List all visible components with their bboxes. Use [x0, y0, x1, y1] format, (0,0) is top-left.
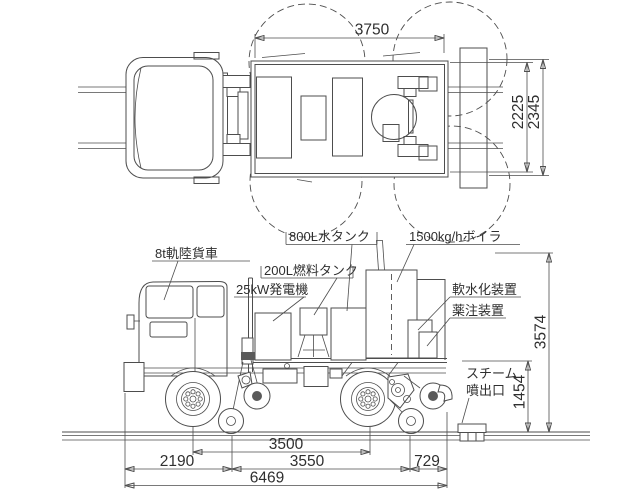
fuel-tank-label: 200L燃料タンク [264, 263, 358, 278]
plan-length-dim: 3750 [355, 22, 390, 39]
front-rail-wheel-gear [218, 337, 271, 434]
plan-cargo-bed [250, 52, 449, 183]
plan-cab [125, 52, 224, 184]
front-overhang-dim: 2190 [160, 453, 195, 470]
plan-mirror-bottom [193, 176, 220, 184]
plan-equipment [256, 76, 438, 161]
rear-road-wheel [340, 371, 396, 427]
steam-outlet-label-line1: スチーム [466, 366, 518, 381]
steam-outlet-box [457, 423, 487, 442]
plan-boiler-base [382, 124, 400, 142]
front-rail-wheel-deployed [218, 408, 244, 434]
plan-corner-box-top [418, 76, 438, 92]
side-labels: 8t軌陸貨車 25kW発電機 200L燃料タンク 800L水タンク 1500kg… [152, 229, 521, 424]
plan-fuel-tank [300, 95, 327, 141]
steam-outlet-label-line2: 噴出口 [466, 383, 505, 398]
side-generator [254, 312, 292, 361]
plan-dimensions: 3750 2225 2345 [255, 22, 549, 176]
side-water-tank [330, 307, 367, 361]
water-tank-label: 800L水タンク [289, 229, 370, 244]
plan-view: 3750 2225 2345 [78, 1, 549, 243]
plan-corner-box-bottom [418, 145, 438, 161]
plan-inner-width-dim: 2225 [510, 95, 527, 129]
side-mirror [126, 314, 135, 330]
plan-rails-left [78, 86, 127, 149]
side-cab [123, 280, 391, 392]
plan-rear-rail-axle [397, 76, 429, 157]
platform-height-dim: 1454 [512, 374, 529, 409]
chemical-dosing-label: 薬注装置 [452, 303, 504, 318]
plan-rear-cross-member [459, 47, 488, 189]
steam-elbow-pipe [437, 384, 453, 402]
wheel-bolts [183, 389, 203, 409]
side-fuel-tank [299, 307, 328, 336]
plan-water-tank [332, 77, 363, 157]
water-softener-label: 軟水化装置 [452, 282, 517, 297]
plan-outer-width-dim: 2345 [526, 95, 543, 129]
side-view: 8t軌陸貨車 25kW発電機 200L燃料タンク 800L水タンク 1500kg… [62, 229, 590, 488]
wheel-bolts [358, 389, 378, 409]
tire-wheelbase-dim: 3500 [269, 436, 304, 453]
front-road-wheel [165, 371, 221, 427]
rear-rail-wheel-deployed [398, 408, 424, 434]
front-bumper [123, 362, 145, 392]
generator-label: 25kW発電機 [236, 282, 308, 297]
plan-rails-right [447, 86, 503, 149]
plan-mirror-top [193, 52, 220, 60]
overall-length-dim: 6469 [250, 470, 284, 487]
ground-rails [62, 431, 590, 441]
rear-overhang-dim: 729 [414, 453, 440, 470]
boiler-label: 1500kg/hボイラ [409, 229, 502, 244]
rail-wheelbase-dim: 3550 [290, 453, 325, 470]
truck-label: 8t軌陸貨車 [155, 246, 218, 261]
overall-height-dim: 3574 [533, 314, 550, 349]
side-equipment [254, 240, 446, 361]
side-dimensions: 3574 1454 3500 2190 3550 729 6469 [125, 253, 553, 488]
plan-generator [256, 76, 292, 159]
plan-boiler [371, 94, 417, 140]
rear-rail-wheel-gear [387, 373, 453, 434]
plan-front-rail-axle [216, 72, 251, 156]
